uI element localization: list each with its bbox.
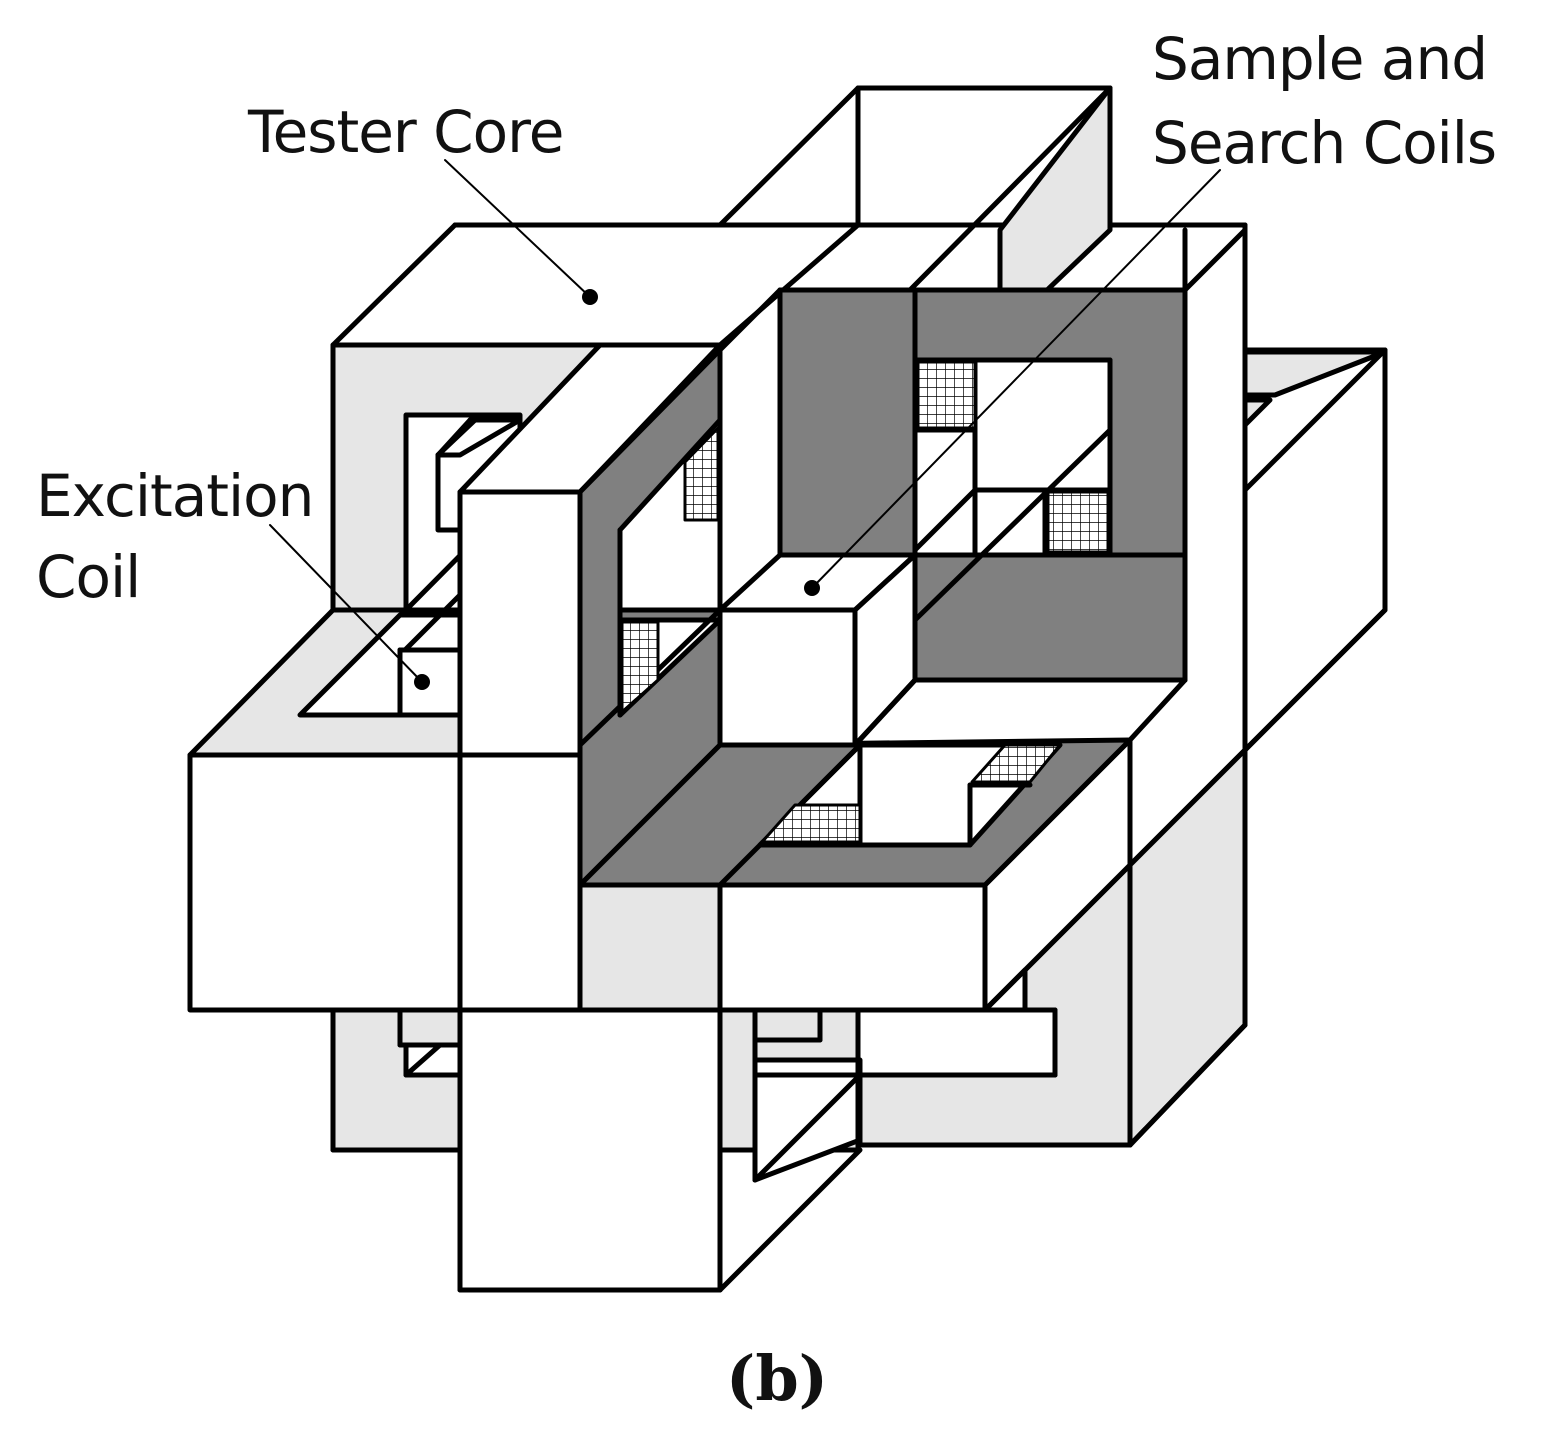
excitation-coil-label-line2: Coil <box>36 543 141 611</box>
excitation-coil-marker <box>414 674 430 690</box>
excitation-coil-label-line1: Excitation <box>36 462 314 530</box>
leader-line-tester-core <box>444 159 591 298</box>
tester-core-front-beam <box>717 737 1133 1013</box>
tester-core-marker <box>582 289 598 305</box>
sample-marker <box>804 580 820 596</box>
search-coil-pad <box>683 426 720 522</box>
leader-line-sample <box>811 169 1221 589</box>
tester-core-lower-frame <box>330 862 1133 1293</box>
search-coils <box>620 360 1110 844</box>
tester-core-vertical-post <box>457 342 993 1293</box>
tester-core-horizontal-beam <box>187 592 463 1013</box>
search-coil-pad <box>1046 490 1110 554</box>
search-coil-pad <box>760 803 862 844</box>
sample-label-line1: Sample and <box>1152 25 1488 93</box>
sample-frame <box>577 227 1248 888</box>
sample-label-line2: Search Coils <box>1152 109 1497 177</box>
search-coil-pad <box>620 620 660 714</box>
search-coil-pad <box>916 360 977 430</box>
search-coil-pad <box>970 743 1062 784</box>
leader-line-excitation <box>269 524 423 683</box>
figure-caption: (b) <box>726 1342 829 1415</box>
tester-core-label: Tester Core <box>248 98 564 166</box>
leader-lines <box>269 159 1221 683</box>
